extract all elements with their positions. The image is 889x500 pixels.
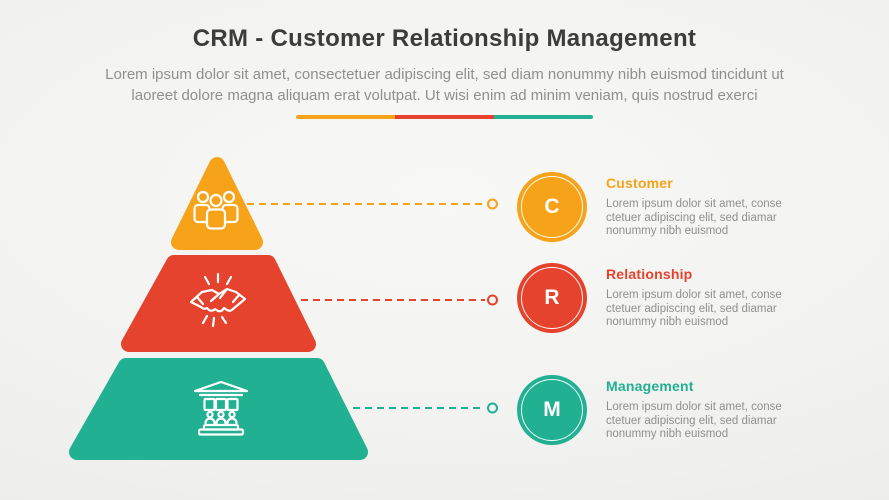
item-description-line: nonummy nibh euismod (606, 428, 729, 440)
people-group-icon (193, 190, 239, 230)
divider-segment-relationship (395, 115, 494, 119)
relationship-texts: Relationship Lorem ipsum dolor sit amet,… (606, 263, 782, 333)
item-description-line: ctetuer adipiscing elit, sed diamar (606, 414, 777, 427)
subtitle: Lorem ipsum dolor sit amet, consectetuer… (0, 64, 889, 106)
item-row-management: M Management Lorem ipsum dolor sit amet,… (517, 375, 857, 445)
badge-letter: M (543, 398, 561, 421)
item-description-line: ctetuer adipiscing elit, sed diamar (606, 211, 777, 224)
item-row-relationship: R Relationship Lorem ipsum dolor sit ame… (517, 263, 857, 333)
item-row-customer: C Customer Lorem ipsum dolor sit amet, c… (517, 172, 857, 242)
item-description-line: ctetuer adipiscing elit, sed diamar (606, 302, 777, 315)
connector-endpoint-relationship (487, 294, 498, 306)
item-description-line: nonummy nibh euismod (606, 316, 729, 328)
management-badge: M (517, 375, 587, 445)
subtitle-line-1: Lorem ipsum dolor sit amet, consectetuer… (105, 66, 784, 83)
management-texts: Management Lorem ipsum dolor sit amet, c… (606, 375, 782, 445)
pyramid-layer-relationship (121, 255, 316, 352)
badge-letter: R (544, 286, 560, 309)
bank-building-icon (193, 380, 249, 436)
item-description-line: Lorem ipsum dolor sit amet, conse (606, 401, 782, 413)
item-title-customer: Customer (606, 175, 673, 191)
connector-endpoint-customer (487, 198, 498, 210)
divider-bar (296, 115, 593, 119)
customer-texts: Customer Lorem ipsum dolor sit amet, con… (606, 172, 782, 242)
customer-badge: C (517, 172, 587, 242)
divider-segment-customer (296, 115, 395, 119)
item-description-line: Lorem ipsum dolor sit amet, conse (606, 289, 782, 301)
connector-endpoint-management (487, 402, 498, 414)
item-description-line: nonummy nibh euismod (606, 225, 729, 237)
item-title-management: Management (606, 378, 694, 394)
subtitle-line-2: laoreet dolore magna aliquam erat volutp… (131, 87, 758, 104)
item-description-line: Lorem ipsum dolor sit amet, conse (606, 198, 782, 210)
relationship-badge: R (517, 263, 587, 333)
page-title: CRM - Customer Relationship Management (192, 25, 697, 52)
divider-segment-management (494, 115, 593, 119)
handshake-icon (189, 272, 247, 328)
badge-letter: C (544, 195, 560, 218)
item-title-relationship: Relationship (606, 266, 693, 282)
